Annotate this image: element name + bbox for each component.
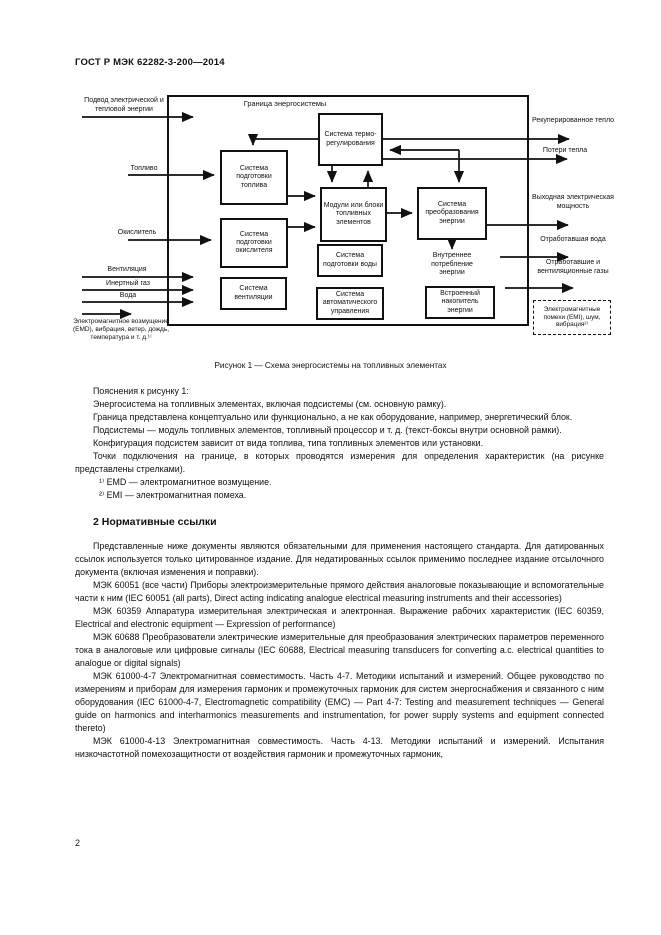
label-waste-water-output: Отработавшая вода	[540, 236, 606, 243]
body-text-column: Пояснения к рисунку 1: Энергосистема на …	[75, 385, 604, 761]
notes-paragraph: Энергосистема на топливных элементах, вк…	[93, 399, 447, 409]
label-heat-loss-output: Потери тепла	[542, 147, 588, 154]
box-fuel-cell-modules: Модули или блоки топливных элементов	[320, 187, 387, 242]
figure-caption: Рисунок 1 — Схема энергосистемы на топли…	[214, 361, 447, 370]
section-heading-normative-references: 2 Нормативные ссылки	[93, 516, 217, 528]
label-input-electric-heat-energy: Подвод электрической и тепловой энергии	[84, 97, 164, 113]
document-header: ГОСТ Р МЭК 62282-3-200—2014	[75, 57, 225, 68]
label-exhaust-ventilation-gases: Отработавшие и вентиляционные газы	[537, 259, 609, 275]
label-fuel-input: Топливо	[130, 165, 158, 172]
label-internal-energy-consumption: Внутреннее потребление энергии	[431, 252, 473, 276]
reference-paragraph-iec-61000-4-7: МЭК 61000-4-7 Электромагнитная совместим…	[75, 671, 604, 733]
reference-paragraph-iec-60359: МЭК 60359 Аппаратура измерительная элект…	[75, 606, 604, 629]
label-emd-disturbance-input: Электромагнитное возмущение (EMD), вибра…	[72, 318, 170, 341]
figure-diagram: Граница энергосистемы Система подготовки…	[0, 0, 661, 370]
box-oxidizer-preparation-system: Система подготовки окислителя	[220, 218, 288, 268]
reference-paragraph-iec-60051: МЭК 60051 (все части) Приборы электроизм…	[75, 580, 604, 603]
notes-paragraph: Точки подключения на границе, в которых …	[75, 451, 604, 474]
label-water-input: Вода	[119, 292, 137, 299]
label-ventilation-input: Вентиляция	[107, 266, 147, 273]
box-thermo-regulation-system: Система термо-регулирования	[318, 113, 383, 166]
box-emi-noise-vibration: Электромагнитные помехи (EMI), шум, вибр…	[533, 300, 611, 335]
label-output-electric-power: Выходная электрическая мощность	[532, 194, 614, 210]
reference-paragraph-iec-61000-4-13: МЭК 61000-4-13 Электромагнитная совмести…	[75, 736, 604, 759]
box-power-conversion-system: Система преобразования энергии	[417, 187, 487, 240]
footnote-emi: ²⁾ EMI — электромагнитная помеха.	[99, 490, 247, 500]
figure-connector-lines	[82, 111, 595, 332]
notes-paragraph: Граница представлена концептуально или ф…	[93, 412, 573, 422]
box-builtin-energy-storage: Встроенный накопитель энергии	[425, 286, 495, 319]
notes-intro-line: Пояснения к рисунку 1:	[93, 386, 189, 396]
box-ventilation-system: Система вентиляции	[220, 277, 287, 310]
label-inert-gas-input: Инертный газ	[106, 280, 150, 287]
notes-paragraph: Подсистемы — модуль топливных элементов,…	[93, 425, 562, 435]
boundary-label: Граница энергосистемы	[243, 99, 327, 108]
box-automatic-control-system: Система автоматического управления	[316, 287, 384, 320]
box-water-preparation-system: Система подготовки воды	[317, 244, 383, 277]
box-fuel-preparation-system: Система подготовки топлива	[220, 150, 288, 205]
footnote-emd: ¹⁾ EMD — электромагнитное возмущение.	[99, 477, 272, 487]
reference-paragraph-iec-60688: МЭК 60688 Преобразователи электрические …	[75, 632, 604, 668]
label-oxidizer-input: Окислитель	[117, 229, 157, 236]
notes-paragraph: Конфигурация подсистем зависит от вида т…	[93, 438, 484, 448]
page-number: 2	[75, 838, 81, 848]
reference-paragraph-intro: Представленные ниже документы являются о…	[75, 541, 604, 577]
label-recovered-heat-output: Рекуперированное тепло	[531, 117, 615, 124]
